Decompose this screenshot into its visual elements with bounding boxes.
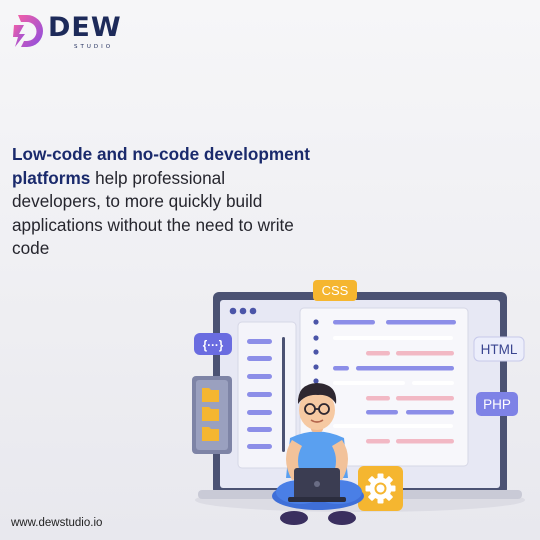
brand-subtitle: STUDIO [74,44,114,50]
dew-logo-mark-icon [13,15,43,47]
headline-rest: help professional developers, to more qu… [12,167,294,259]
website-link[interactable]: www.dewstudio.io [11,517,103,529]
brand-name: DEW [48,12,122,43]
code-braces-icon: {···} [203,340,224,352]
gear-icon [358,466,403,511]
css-tag: CSS [313,280,357,301]
html-tag: HTML [473,336,525,362]
headline: Low-code and no-code development platfor… [12,143,312,261]
headline-emphasis: Low-code and no-code development platfor… [12,144,310,188]
developer-character [272,383,364,525]
code-braces-tag: {···} [194,333,232,355]
php-tag-label: PHP [483,397,511,412]
brand-logo: DEW STUDIO [10,12,135,52]
window-dots-icon [229,307,257,315]
folder-panel [192,376,232,454]
html-tag-label: HTML [481,342,518,357]
php-tag: PHP [476,392,518,416]
css-tag-label: CSS [322,283,349,298]
folder-icon [202,388,219,441]
